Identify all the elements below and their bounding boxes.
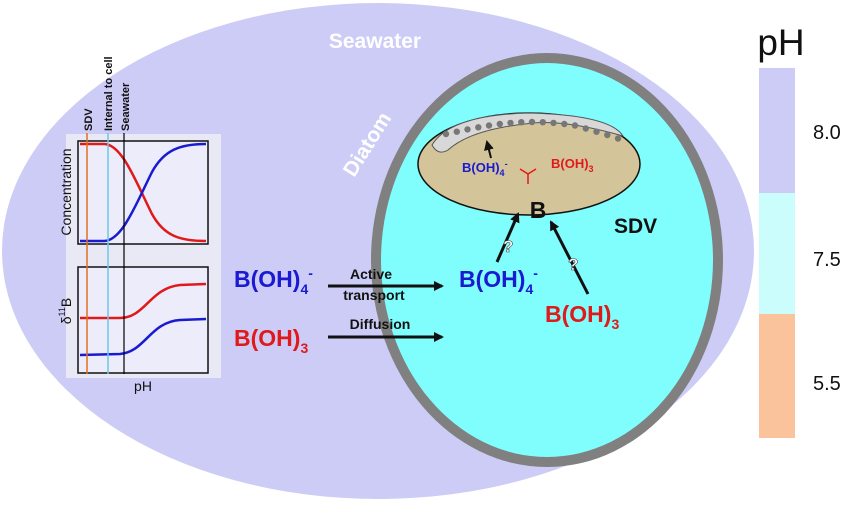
borate-uptake-question: ? [503,237,513,256]
isotope-boric-curve [80,282,207,320]
silica-particle [528,118,536,126]
silica-particle [539,119,546,126]
sdv-boron-label: B [530,197,547,223]
silica-particle [485,122,493,129]
silica-particle [582,125,589,132]
ph-scale-title: pH [757,22,804,63]
sdv-boric-label: B(OH)3 [551,156,594,174]
borate-to-sdv-arrow [495,212,520,263]
silica-particle [442,130,450,138]
concentration-axis-label: Concentration [58,148,74,235]
boric-uptake-question: ? [568,255,578,274]
ph-axis-label: pH [134,378,152,394]
intracellular-borate: B(OH)4- [459,265,538,297]
silica-particle [518,119,525,126]
silica-particles [442,118,622,142]
sdv-line-label: SDV [83,108,95,131]
silica-particle [604,131,611,139]
ph-level-5-5: 5.5 [813,373,841,395]
diffusion-label: Diffusion [350,316,411,332]
silica-particle [507,119,514,127]
internal-line-label: Internal to cell [103,56,115,131]
silica-particle [571,122,579,129]
seawater-boric-acid: B(OH)3 [234,325,308,356]
ph-level-7-5: 7.5 [813,249,841,271]
isotope-borate-curve [79,317,207,357]
speciation-fork [519,168,537,184]
isotope-axis-label: δ11B [57,298,74,324]
ph-band-7-5 [759,193,795,314]
seawater-label: Seawater [329,30,421,53]
silica-particle [593,128,600,135]
seawater-line-label: Seawater [120,82,132,131]
silica-particle [561,120,568,128]
ph-scale: pH 8.0 7.5 5.5 [757,22,841,438]
silica-incorporation-arrow [484,140,494,159]
sdv-label: SDV [614,215,657,238]
speciation-plots: SDV Internal to cell Seawater Concentrat… [57,56,221,394]
ph-band-5-5 [759,314,795,438]
silica-particle [453,128,460,135]
seawater-borate: B(OH)4- [234,265,313,297]
concentration-borate-curve [80,142,207,243]
silica-particle [464,126,471,133]
active-transport-label-1: Active [350,266,392,282]
intracellular-boric-acid: B(OH)3 [545,301,619,332]
sdv-borate-label: B(OH)4- [462,159,508,178]
active-transport-label-2: transport [343,287,405,303]
silica-particle [550,119,557,127]
silica-particle [475,124,482,131]
boric-to-sdv-arrow [549,220,590,295]
ph-level-8-0: 8.0 [813,122,841,144]
concentration-boric-curve [80,142,207,243]
silica-particle [614,135,622,142]
silica-particle [496,120,503,128]
ph-band-8-0 [759,68,795,193]
